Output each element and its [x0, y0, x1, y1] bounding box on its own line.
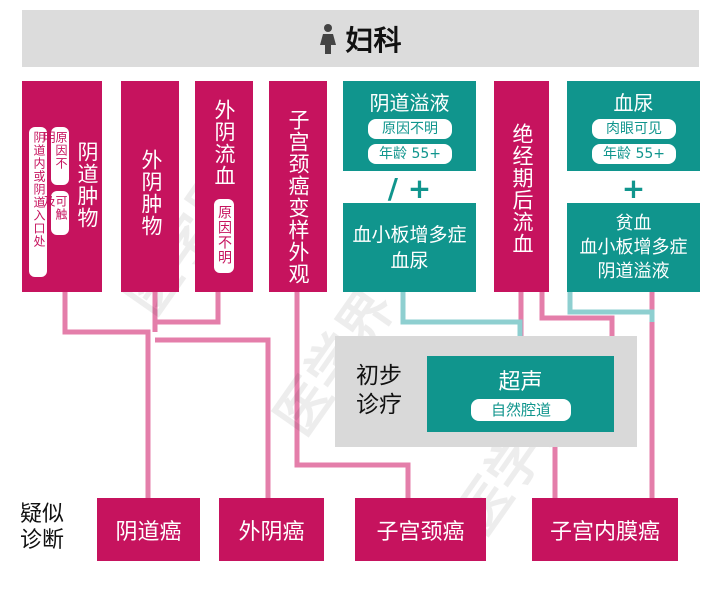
symptom-postmenopausal-bleeding: 绝经期后流血	[494, 81, 549, 292]
note-visible: 肉眼可见	[592, 119, 676, 139]
symptom-thrombocytosis-hematuria: 血小板增多症 血尿	[343, 203, 476, 292]
label-line2: 诊断	[20, 528, 65, 553]
line-teal-right	[567, 292, 655, 322]
symptom-vulvar-mass: 外阴肿物	[121, 81, 179, 292]
initial-diagnosis-label: 初步 诊疗	[356, 362, 426, 420]
note-location: 阴道内或阴道入口处	[29, 127, 47, 277]
symptom-vulvar-bleeding: 外阴流血 原因不明	[195, 81, 253, 292]
symptom-title: 外阴流血	[212, 99, 236, 187]
symptom-title: 阴道肿物	[75, 141, 99, 229]
symptom-title: 子宫颈癌变样外观	[286, 109, 310, 285]
note-age: 年龄 55+	[592, 144, 676, 164]
line3: 阴道溢液	[597, 260, 670, 282]
symptom-title: 阴道溢液	[369, 91, 450, 115]
note-palpable: 可触及	[42, 191, 69, 235]
symptom-discharge: 阴道溢液 原因不明 年龄 55+	[343, 81, 476, 171]
symptom-title: 外阴肿物	[139, 149, 163, 237]
female-person-icon	[320, 23, 337, 54]
line2: 血尿	[390, 249, 429, 272]
result-vaginal-cancer: 阴道癌	[97, 498, 200, 561]
result-cervical-cancer: 子宫颈癌	[355, 498, 486, 561]
label-line2: 诊疗	[356, 392, 402, 418]
result-vulvar-cancer: 外阴癌	[219, 498, 324, 561]
ultrasound-box: 超声 自然腔道	[427, 356, 614, 432]
label-line1: 初步	[356, 363, 402, 389]
symptom-vaginal-mass: 阴道内或阴道入口处 原因不明 可触及 阴道肿物	[22, 81, 102, 292]
symptom-cervix-change: 子宫颈癌变样外观	[269, 81, 327, 292]
note-age: 年龄 55+	[368, 144, 452, 164]
symptom-title: 绝经期后流血	[510, 123, 534, 255]
symptom-title: 血尿	[613, 91, 654, 115]
line2: 血小板增多症	[579, 236, 688, 258]
line1: 贫血	[615, 212, 652, 234]
line-cervix	[294, 292, 411, 498]
symptom-hematuria: 血尿 肉眼可见 年龄 55+	[567, 81, 700, 171]
line-vaginal-mass	[62, 292, 151, 498]
result-endometrial-cancer: 子宫内膜癌	[532, 498, 678, 561]
operator-or-plus: / +	[387, 172, 432, 205]
header-bar: 妇科	[22, 10, 699, 67]
line-to-vulvar-cancer	[155, 337, 271, 498]
suspected-diagnosis-label: 疑似 诊断	[20, 502, 80, 554]
page-title: 妇科	[345, 23, 402, 57]
exam-note: 自然腔道	[471, 399, 571, 421]
label-line1: 疑似	[20, 502, 65, 527]
symptom-anemia-combo: 贫血 血小板增多症 阴道溢液	[567, 203, 700, 292]
operator-plus: +	[621, 172, 646, 205]
line-vulvar-bleeding	[155, 292, 221, 325]
note-cause: 原因不明	[42, 127, 69, 185]
note-cause: 原因不明	[368, 119, 452, 139]
exam-title: 超声	[498, 370, 543, 395]
line1: 血小板增多症	[352, 223, 467, 246]
note-cause: 原因不明	[214, 199, 234, 273]
